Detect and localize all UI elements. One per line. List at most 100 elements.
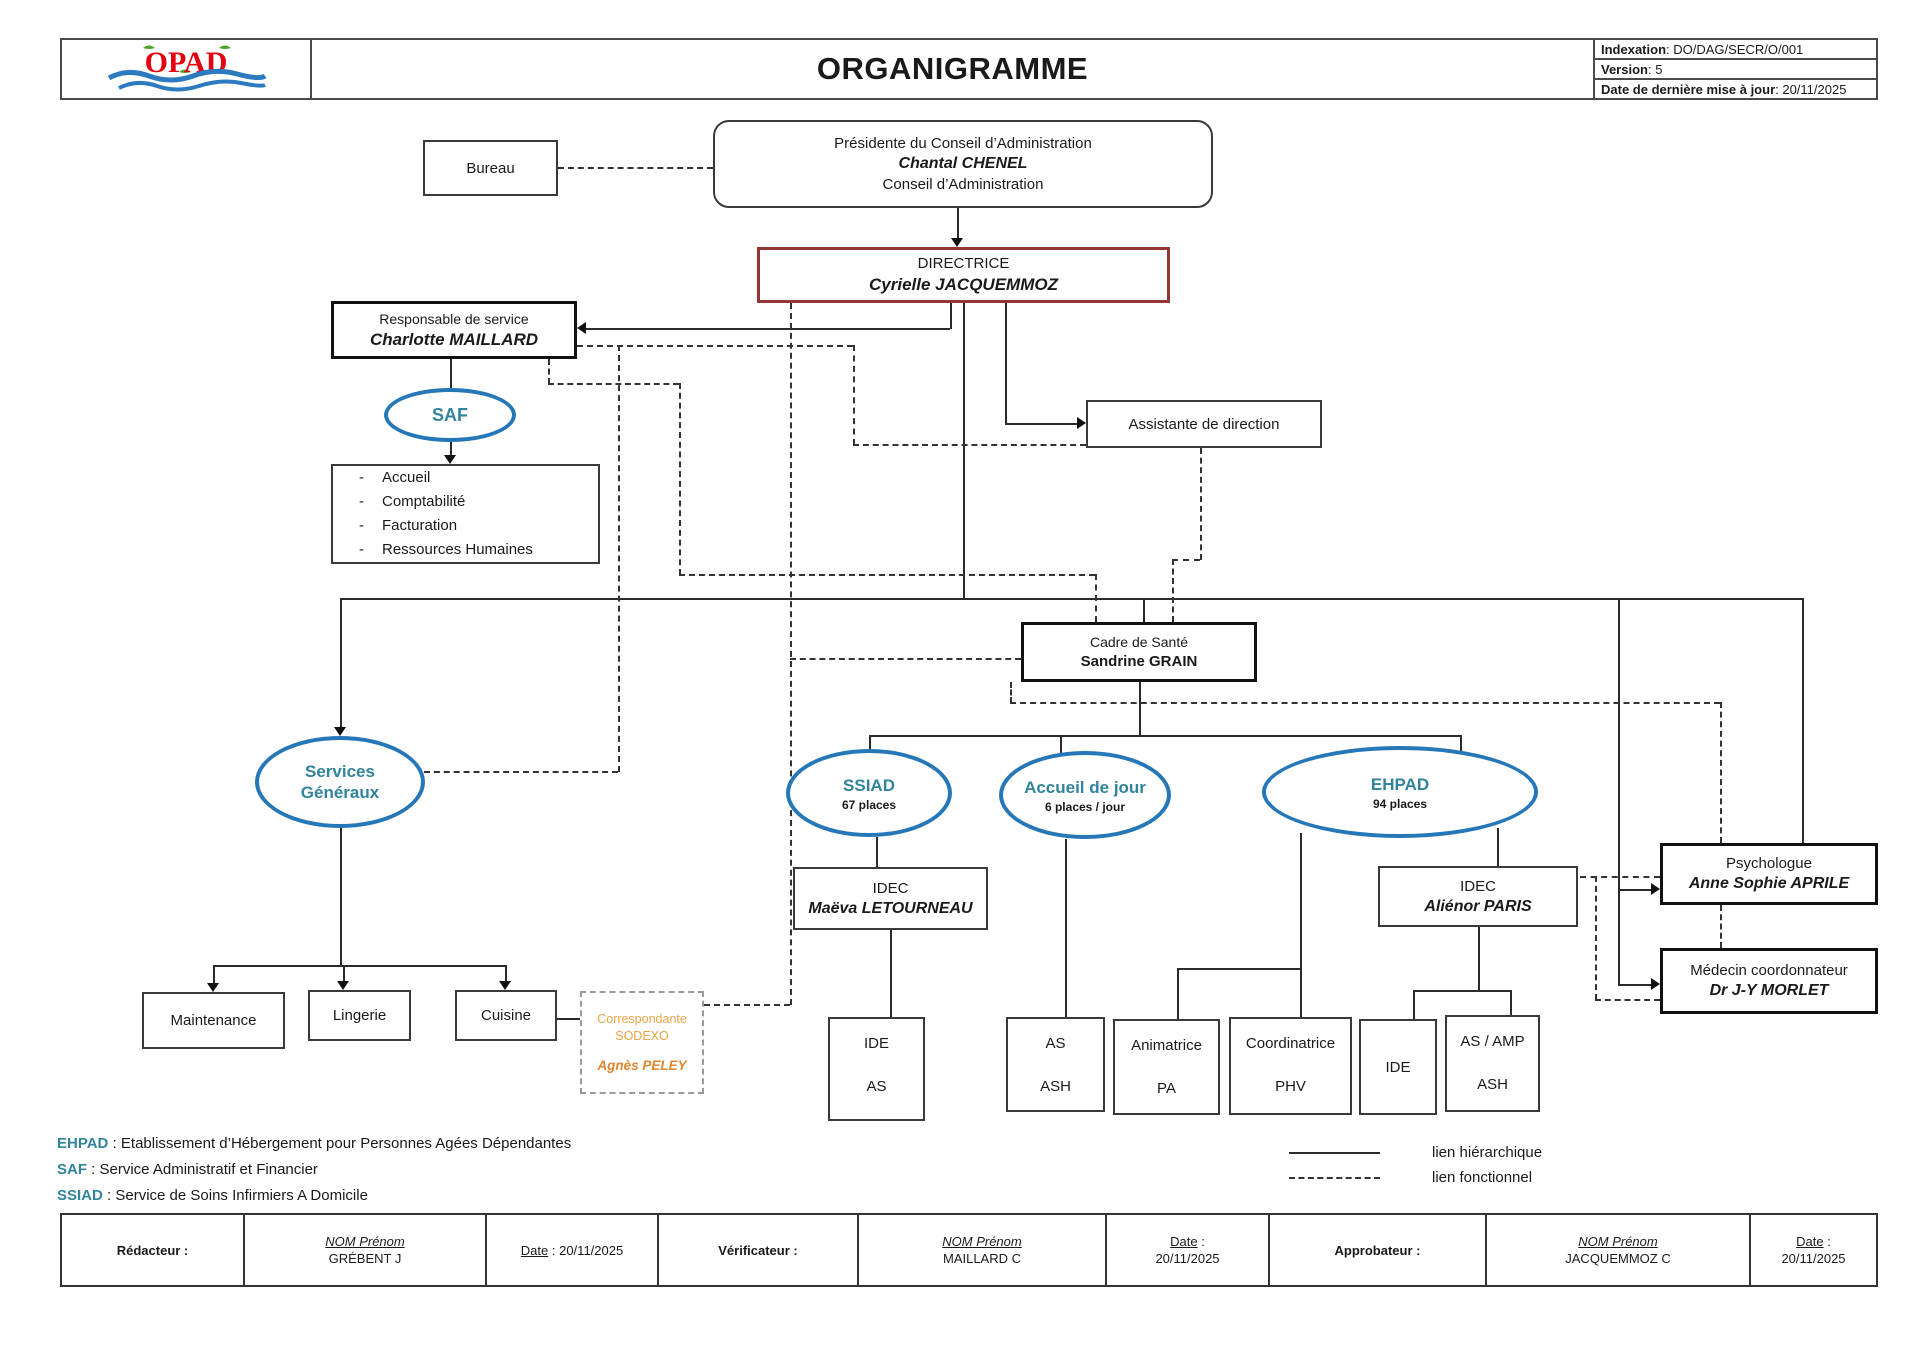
- node-bureau: Bureau: [423, 140, 558, 196]
- node-ide-as: IDE AS: [828, 1017, 925, 1121]
- ehpad-places: 94 places: [1372, 796, 1428, 811]
- h-dashed: [790, 658, 1021, 660]
- node-presidente-ca: Conseil d’Administration: [882, 176, 1044, 193]
- h-dashed: [577, 345, 853, 347]
- abbr-saf: SAF : Service Administratif et Financier: [57, 1157, 571, 1183]
- node-presidente: Présidente du Conseil d’Administration C…: [713, 120, 1213, 208]
- footer-redacteur-cell: Rédacteur :: [62, 1215, 245, 1285]
- date1: Date : 20/11/2025: [521, 1242, 623, 1259]
- node-saf-label: SAF: [432, 404, 468, 425]
- node-services-generaux: Services Généraux: [255, 736, 425, 828]
- v-dashed: [853, 345, 855, 445]
- arrow-down: [207, 983, 219, 992]
- arrow-down: [499, 981, 511, 990]
- psychologue-role: Psychologue: [1726, 855, 1812, 872]
- footer-date3-cell: Date : 20/11/2025: [1751, 1215, 1876, 1285]
- accueil-jour-label: Accueil de jour: [1024, 777, 1146, 797]
- v-line: [1497, 828, 1499, 866]
- date-label: Date: [1796, 1234, 1824, 1249]
- header-table: OPAD ORGANIGRAMME Indexation : DO/DAG/SE…: [60, 38, 1878, 100]
- node-as-amp-ash: AS / AMP ASH: [1445, 1015, 1540, 1112]
- date2-value: 20/11/2025: [1155, 1251, 1220, 1266]
- ehpad-label: EHPAD: [1370, 774, 1430, 794]
- node-as-ash: AS ASH: [1006, 1017, 1105, 1112]
- legend-solid-line: [1289, 1152, 1380, 1154]
- abbreviations-legend: EHPAD : Etablissement d’Hébergement pour…: [57, 1131, 571, 1209]
- ide-label: IDE: [1385, 1058, 1411, 1076]
- h-line: [1618, 889, 1652, 891]
- arrow-right: [1077, 417, 1086, 429]
- abbr-definition: : Service Administratif et Financier: [87, 1161, 318, 1178]
- node-ehpad: EHPAD 94 places: [1262, 746, 1538, 838]
- redacteur-label: Rédacteur :: [116, 1242, 189, 1258]
- legend-dashed-line: [1289, 1177, 1380, 1179]
- ide-as-line1: IDE: [863, 1035, 889, 1052]
- saf-service-item: Accueil: [359, 466, 430, 490]
- idec-ssiad-name: Maëva LETOURNEAU: [808, 899, 973, 917]
- v-line: [213, 965, 215, 986]
- node-bureau-label: Bureau: [466, 159, 515, 177]
- node-responsable-role: Responsable de service: [379, 310, 529, 327]
- node-cadre-role: Cadre de Santé: [1089, 634, 1189, 650]
- v-line: [957, 207, 959, 241]
- meta-value: : DO/DAG/SECR/O/001: [1666, 41, 1804, 57]
- footer-approbateur-cell: Approbateur :: [1270, 1215, 1487, 1285]
- v-dashed: [1010, 682, 1012, 703]
- node-cadre-sante: Cadre de Santé Sandrine GRAIN: [1021, 622, 1257, 682]
- header-meta: Indexation : DO/DAG/SECR/O/001 Version :…: [1595, 40, 1876, 98]
- arrow-right: [1651, 978, 1660, 990]
- services-generaux-line2: Généraux: [300, 783, 380, 802]
- node-directrice-role: DIRECTRICE: [917, 255, 1010, 272]
- nom-prenom-header: NOM Prénom: [942, 1234, 1022, 1249]
- arrow-left: [577, 322, 586, 334]
- node-assistante-label: Assistante de direction: [1128, 415, 1280, 433]
- abbr-definition: : Etablissement d’Hébergement pour Perso…: [108, 1135, 572, 1152]
- node-presidente-name: Chantal CHENEL: [898, 155, 1028, 172]
- h-line: [340, 598, 1802, 600]
- medecin-name: Dr J-Y MORLET: [1709, 982, 1829, 999]
- services-generaux-line1: Services: [305, 762, 375, 781]
- footer-date1-cell: Date : 20/11/2025: [487, 1215, 659, 1285]
- v-dashed: [790, 303, 792, 1005]
- node-saf-ellipse: SAF: [384, 388, 516, 442]
- abbr-ehpad: EHPAD : Etablissement d’Hébergement pour…: [57, 1131, 571, 1157]
- medecin-role: Médecin coordonnateur: [1690, 962, 1848, 979]
- sodexo-line2: SODEXO: [615, 1029, 669, 1043]
- logo-leaf-icon: [143, 45, 155, 49]
- nom-prenom-header: NOM Prénom: [325, 1234, 405, 1249]
- h-dashed: [1595, 999, 1660, 1001]
- arrow-down: [951, 238, 963, 247]
- abbr-acronym: SAF: [57, 1161, 87, 1178]
- saf-service-item: Ressources Humaines: [359, 538, 533, 562]
- node-maintenance: Maintenance: [142, 992, 285, 1049]
- meta-version: Version : 5: [1595, 60, 1876, 80]
- footer-approbateur-name-cell: NOM Prénom JACQUEMMOZ C: [1487, 1215, 1751, 1285]
- v-line: [1478, 927, 1480, 990]
- abbr-definition: : Service de Soins Infirmiers A Domicile: [102, 1187, 368, 1204]
- date-label: Date: [520, 1242, 549, 1258]
- v-dashed: [1095, 574, 1097, 622]
- node-saf-services: Accueil Comptabilité Facturation Ressour…: [331, 464, 600, 564]
- v-line: [1060, 735, 1062, 753]
- v-line: [963, 303, 965, 598]
- node-cadre-name: Sandrine GRAIN: [1080, 653, 1198, 670]
- v-line: [1300, 833, 1302, 968]
- page-title: ORGANIGRAMME: [312, 40, 1595, 98]
- h-dashed: [548, 383, 679, 385]
- v-line: [1139, 682, 1141, 735]
- v-line: [1413, 990, 1415, 1019]
- animatrice-line2: PA: [1157, 1080, 1176, 1097]
- logo-wave-icon: [118, 79, 266, 92]
- h-dashed: [853, 444, 1086, 446]
- v-dashed: [1595, 876, 1597, 1000]
- approbateur-label: Approbateur :: [1334, 1242, 1421, 1258]
- footer-date2-cell: Date : 20/11/2025: [1107, 1215, 1270, 1285]
- legend-hierarchique-label: lien hiérarchique: [1432, 1144, 1543, 1161]
- v-dashed: [548, 359, 550, 384]
- date-label: Date: [1170, 1234, 1198, 1249]
- coordinatrice-line1: Coordinatrice: [1245, 1035, 1336, 1052]
- v-line: [950, 303, 952, 329]
- as-ash-line1: AS: [1045, 1035, 1066, 1052]
- ssiad-places: 67 places: [841, 797, 897, 812]
- h-dashed: [1010, 702, 1720, 704]
